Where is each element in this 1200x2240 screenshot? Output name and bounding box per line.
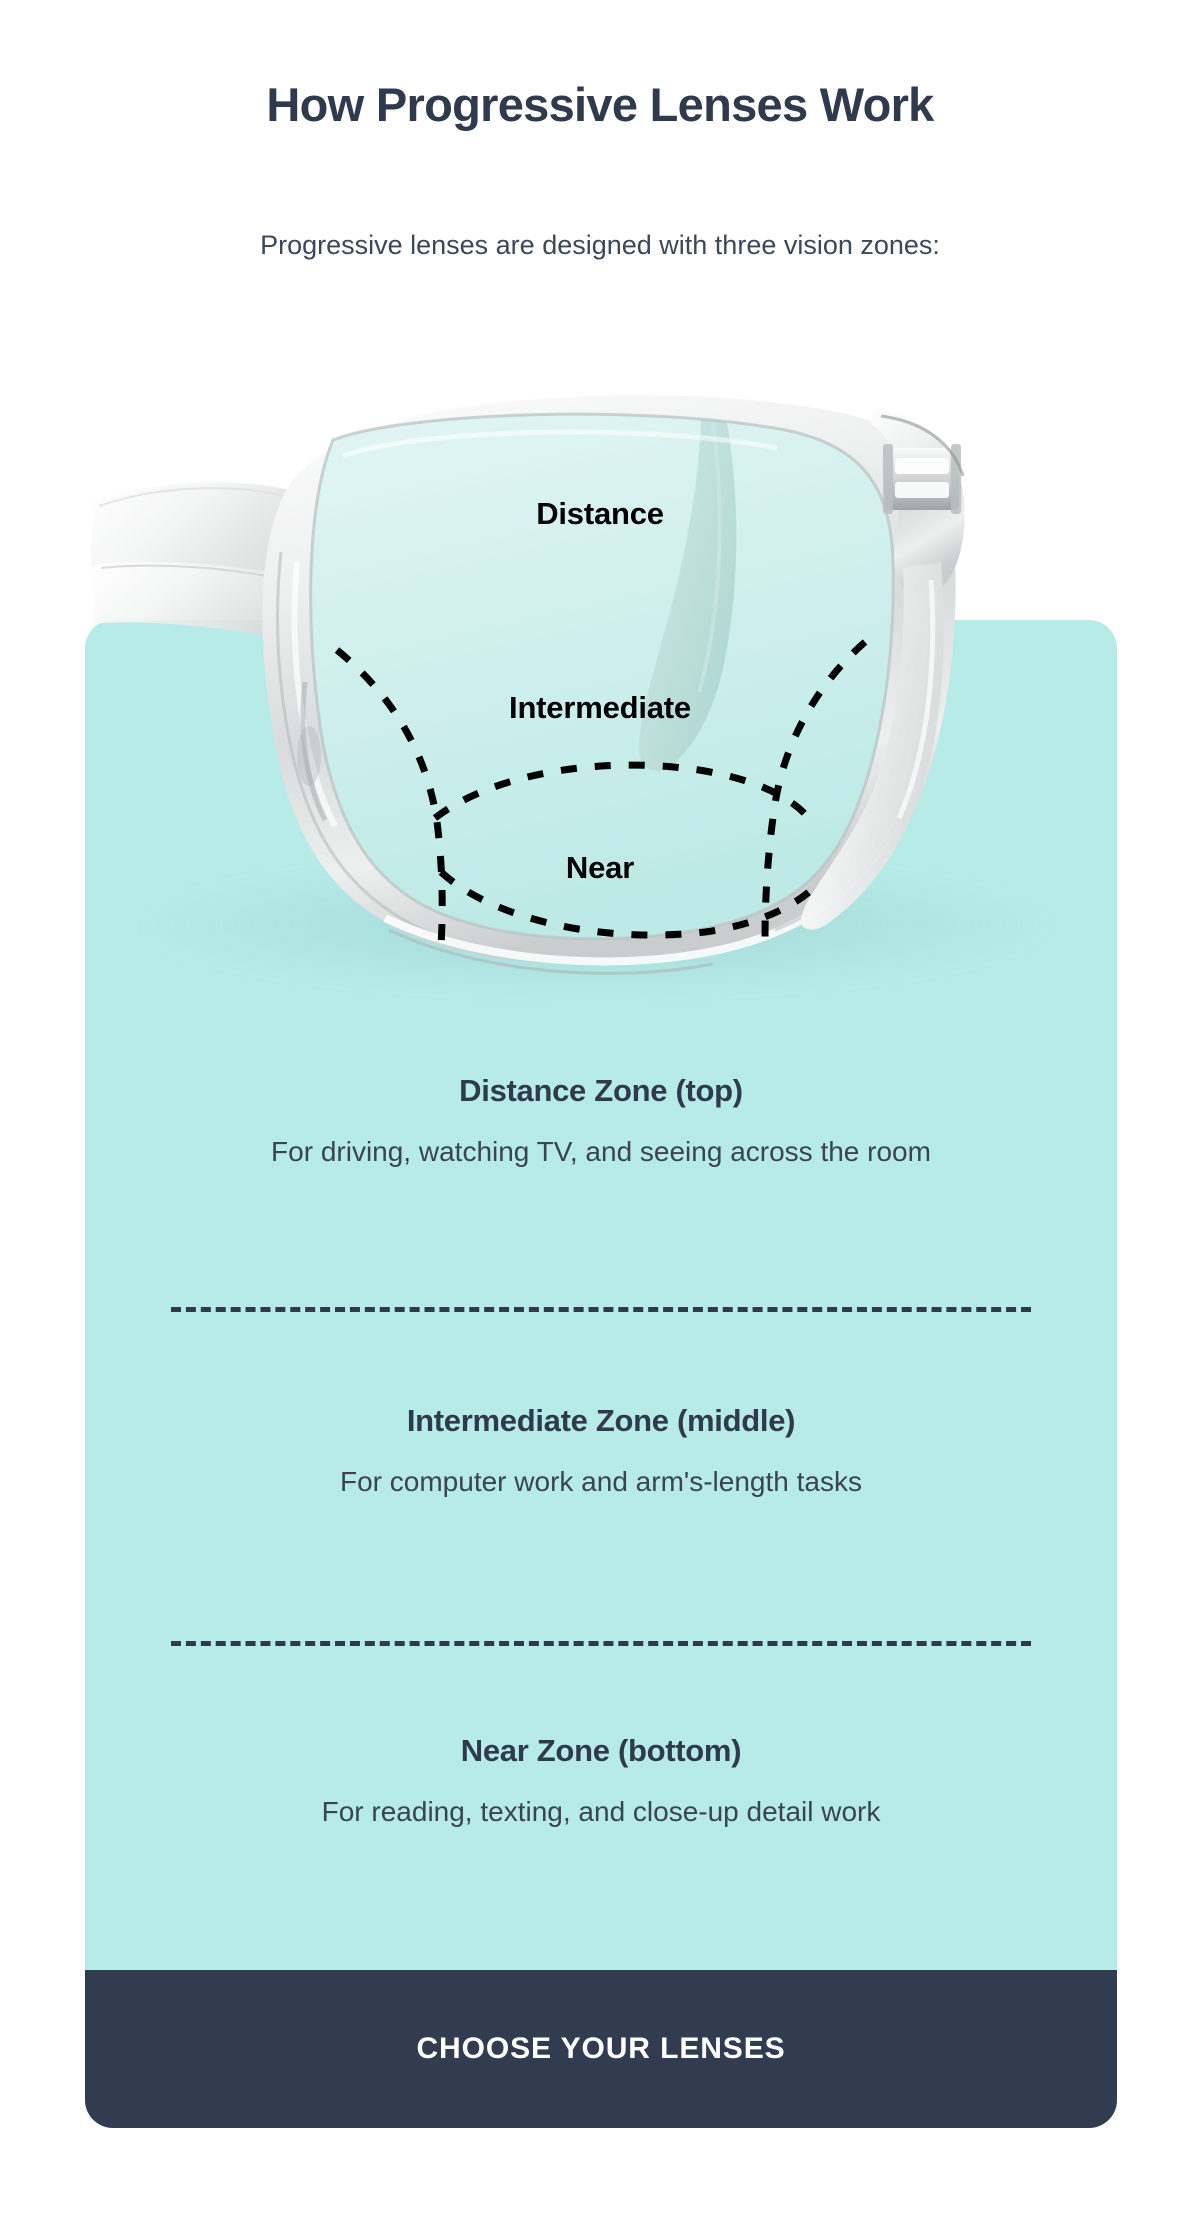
zone-heading-distance: Distance Zone (top) — [459, 1073, 743, 1108]
lens-label-distance: Distance — [536, 496, 664, 531]
vision-zones-card: Distance Zone (top) For driving, watchin… — [85, 620, 1117, 2128]
zone-heading-intermediate: Intermediate Zone (middle) — [406, 1403, 796, 1438]
page-subtitle: Progressive lenses are designed with thr… — [260, 230, 940, 260]
zone-description-near: For reading, texting, and close-up detai… — [321, 1796, 881, 1828]
zone-block-distance: Distance Zone (top) For driving, watchin… — [85, 1072, 1117, 1173]
cta-label: CHOOSE YOUR LENSES — [416, 2032, 786, 2065]
choose-your-lenses-button[interactable]: CHOOSE YOUR LENSES — [85, 1970, 1117, 2128]
page-title: How Progressive Lenses Work — [266, 78, 934, 131]
zone-divider-2 — [171, 1641, 1031, 1646]
zone-description-intermediate: For computer work and arm's-length tasks — [340, 1466, 862, 1498]
zone-divider-1 — [171, 1307, 1031, 1312]
zone-description-distance: For driving, watching TV, and seeing acr… — [271, 1136, 931, 1168]
zone-block-near: Near Zone (bottom) For reading, texting,… — [85, 1732, 1117, 1833]
zone-block-intermediate: Intermediate Zone (middle) For computer … — [85, 1402, 1117, 1503]
lens-label-near: Near — [565, 850, 635, 885]
zone-heading-near: Near Zone (bottom) — [460, 1733, 742, 1768]
lens-label-intermediate: Intermediate — [509, 690, 691, 725]
